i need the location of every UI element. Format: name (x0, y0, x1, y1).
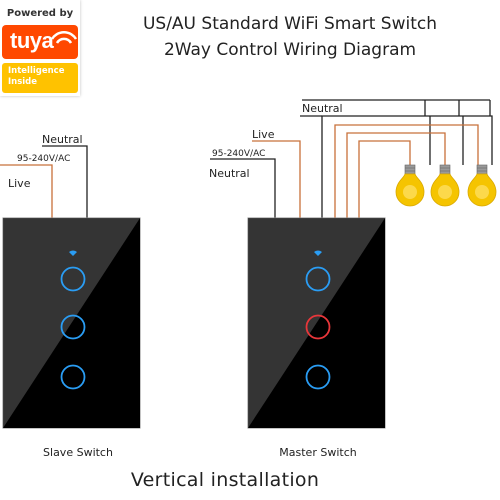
master-voltage-label: 95-240V/AC (212, 149, 265, 159)
tuya-logo: Powered by tuya Intelligence Inside (0, 0, 80, 96)
wifi-icon (50, 30, 78, 44)
master-neutral-wire (210, 158, 276, 218)
load-neutral-label: Neutral (302, 102, 343, 115)
slave-neutral-label: Neutral (42, 133, 83, 146)
load-wire-3 (358, 140, 411, 218)
master-switch-panel (247, 217, 386, 429)
load-wire-2 (346, 132, 446, 218)
wifi-icon (69, 250, 77, 256)
wifi-icon (314, 250, 322, 256)
logo-brand-text: tuya (10, 28, 54, 53)
master-switch-caption: Master Switch (279, 446, 357, 459)
slave-touch-button-3[interactable] (60, 364, 86, 390)
logo-tagline-1: Intelligence (8, 66, 65, 76)
logo-tagline-2: Inside (8, 77, 38, 87)
light-bulb-icon (467, 164, 497, 207)
load-wire-1 (334, 124, 479, 218)
light-bulb-icon (430, 164, 460, 207)
slave-neutral-wire (42, 145, 88, 218)
slave-wiring: Neutral 95-240V/AC Live (0, 133, 88, 218)
diagram-title: US/AU Standard WiFi Smart Switch (142, 14, 438, 34)
logo-brand-block: tuya (2, 25, 78, 59)
slave-voltage-label: 95-240V/AC (17, 154, 70, 164)
bulbs (395, 164, 497, 207)
master-touch-button-2[interactable] (305, 314, 331, 340)
master-touch-button-1[interactable] (305, 266, 331, 292)
logo-powered-by: Powered by (6, 8, 74, 19)
master-wiring: Live 95-240V/AC Neutral Neutral (209, 99, 493, 218)
logo-tag-block: Intelligence Inside (2, 63, 78, 93)
diagram-subtitle: 2Way Control Wiring Diagram (163, 40, 417, 60)
slave-live-wire (0, 164, 53, 218)
footer-installation: Vertical installation (130, 469, 320, 491)
load-neutral-wire (321, 115, 493, 218)
slave-switch-caption: Slave Switch (43, 446, 113, 459)
master-touch-button-3[interactable] (305, 364, 331, 390)
light-bulb-icon (395, 164, 425, 207)
slave-live-label: Live (8, 177, 31, 190)
slave-touch-button-2[interactable] (60, 314, 86, 340)
master-live-label: Live (252, 128, 275, 141)
master-neutral-label: Neutral (209, 167, 250, 180)
master-live-wire (252, 140, 301, 218)
slave-touch-button-1[interactable] (60, 266, 86, 292)
slave-switch-panel (2, 217, 141, 429)
